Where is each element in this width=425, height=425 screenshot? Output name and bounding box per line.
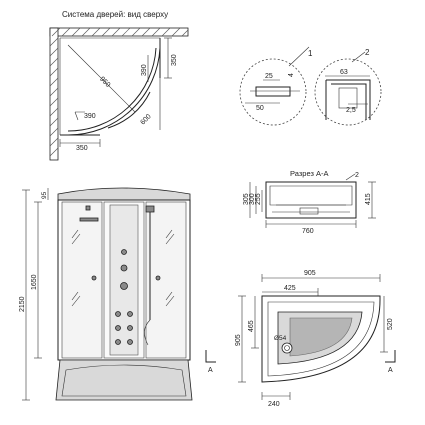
- door-dim-350-right: 350: [171, 54, 178, 66]
- cabin-front-view: 2150 1650 95: [19, 187, 193, 401]
- section-dim-760: 760: [302, 228, 314, 235]
- plan-dim-905-top: 905: [304, 270, 316, 277]
- door-dim-600: 600: [139, 113, 152, 126]
- section-marker-right: A: [388, 367, 393, 374]
- callout-2-dim-63: 63: [340, 69, 348, 76]
- section-dim-305: 305: [243, 193, 250, 205]
- door-top-view: Система дверей: вид сверху: [49, 10, 189, 161]
- section-title: Разрез А-А: [290, 169, 328, 178]
- plan-dim-465: 465: [248, 320, 255, 332]
- plan-dim-240: 240: [268, 401, 280, 408]
- door-view-title: Система дверей: вид сверху: [62, 10, 168, 19]
- section-marker-left: A: [208, 367, 213, 374]
- callout-1-dim-50: 50: [256, 105, 264, 112]
- detail-callout-1: 1 25 4 50: [239, 46, 313, 126]
- section-dim-300: 300: [249, 193, 256, 205]
- front-dim-1650: 1650: [31, 274, 38, 290]
- section-callout-number: 2: [355, 172, 359, 179]
- callout-1-dim-4: 4: [288, 73, 295, 77]
- tray-section-a-a: Разрез А-А 2 305 300 255 415 760: [243, 169, 376, 235]
- section-dim-255: 255: [255, 193, 262, 205]
- callout-1-number: 1: [308, 49, 313, 58]
- plan-dim-054: Ø54: [274, 335, 287, 342]
- front-dim-95: 95: [41, 191, 48, 199]
- tray-plan-view: 905 425 Ø54 520 465 905 240 A: [205, 270, 396, 408]
- plan-dim-425: 425: [284, 285, 296, 292]
- door-dim-390-left: 390: [84, 113, 96, 120]
- front-dim-2150: 2150: [19, 296, 26, 312]
- door-dim-950: 950: [98, 76, 111, 89]
- callout-2-number: 2: [365, 48, 370, 57]
- callout-2-dim-2-5: 2,5: [346, 107, 356, 114]
- detail-callout-2: 2 63 2,5: [314, 48, 382, 126]
- wall-hatching: [49, 27, 189, 157]
- plan-dim-520: 520: [387, 318, 394, 330]
- callout-1-dim-25: 25: [265, 73, 273, 80]
- door-dim-350-bottom: 350: [76, 145, 88, 152]
- plan-dim-905-left: 905: [235, 334, 242, 346]
- door-dim-390-right: 390: [141, 64, 148, 76]
- section-dim-415: 415: [365, 193, 372, 205]
